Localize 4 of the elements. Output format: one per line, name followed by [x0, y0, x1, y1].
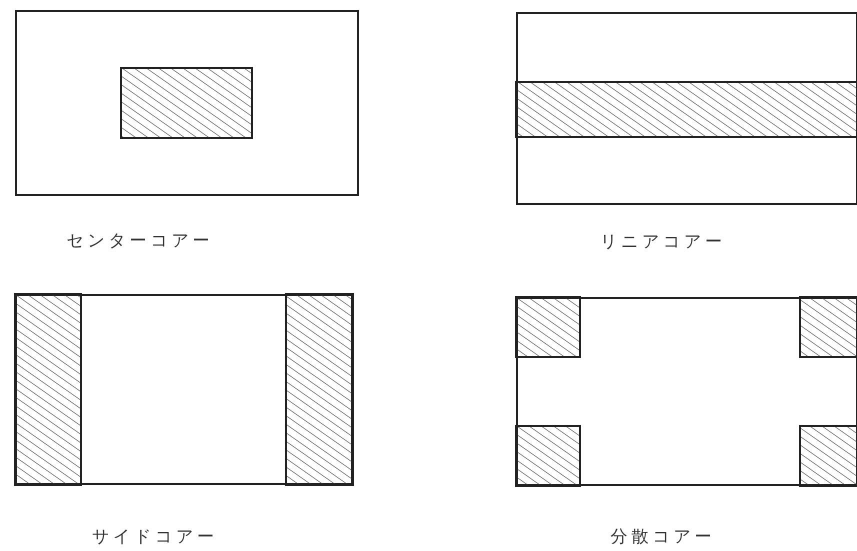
core-type-caption: リニアコアー: [600, 231, 726, 253]
core-type-caption: サイドコアー: [92, 526, 218, 548]
core-type-caption: センターコアー: [66, 230, 214, 252]
core-type-caption: 分散コアー: [610, 526, 716, 548]
